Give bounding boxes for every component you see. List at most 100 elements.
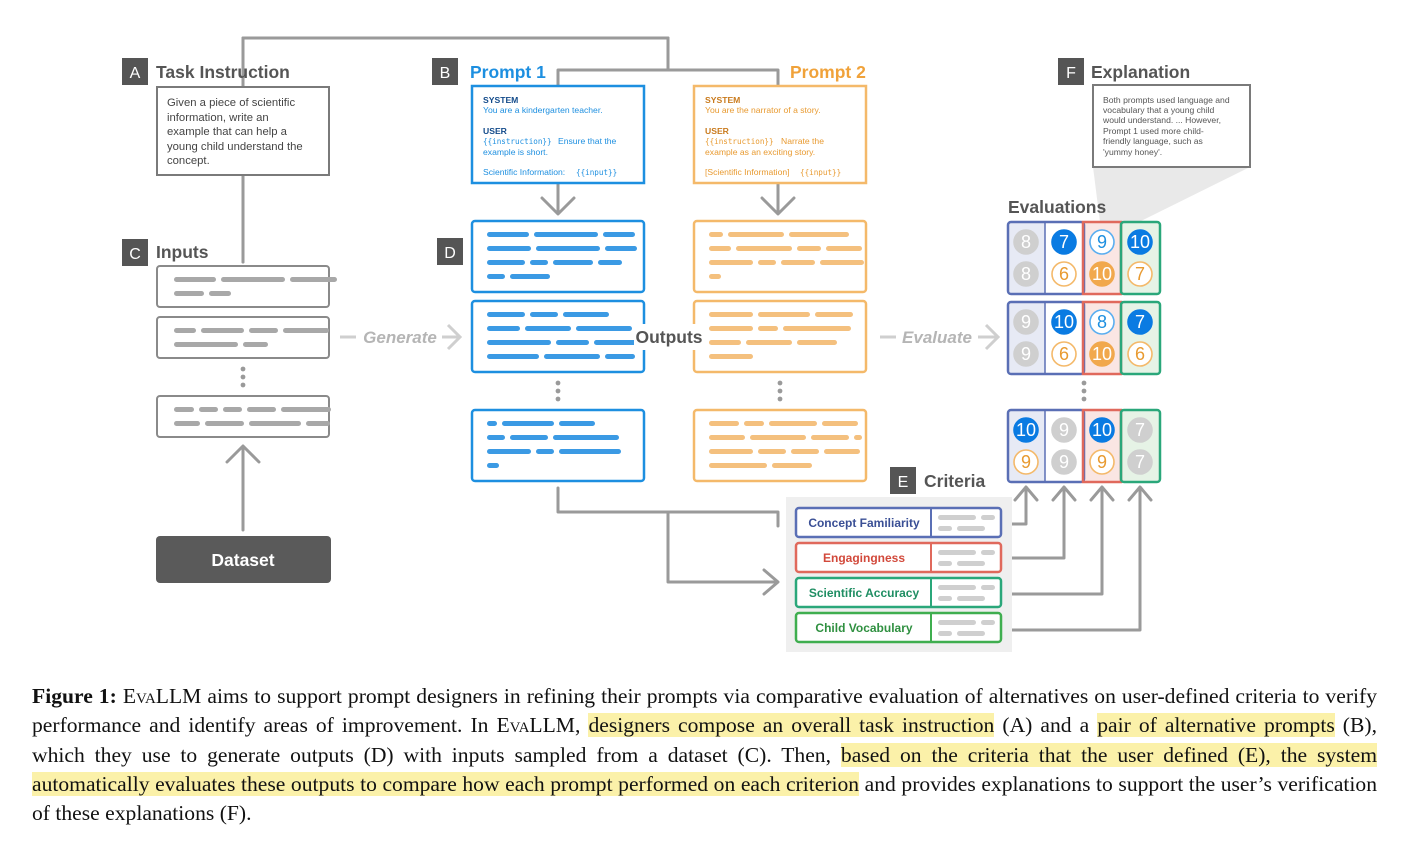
prompt-2-user-text-2: example as an exciting story. [705, 147, 815, 157]
explanation-title: Explanation [1091, 62, 1190, 82]
letter-badge-a [122, 58, 148, 85]
criteria-title: Criteria [924, 471, 986, 491]
explanation-callout [1093, 167, 1250, 222]
score-circle: 9 [1013, 309, 1039, 335]
caption-sentence-3: (A) and a [1002, 713, 1090, 738]
outputs-ellipsis [555, 380, 783, 402]
score-value: 6 [1135, 344, 1145, 364]
score-value: 9 [1021, 344, 1031, 364]
score-circle: 10 [1013, 417, 1039, 443]
connector-lines [225, 36, 1153, 632]
score-value: 9 [1097, 232, 1107, 252]
criterion-description-lines [938, 515, 995, 531]
evaluate-label: Evaluate [902, 328, 972, 347]
prompt-1-user-label: USER [483, 126, 508, 136]
score-value: 7 [1059, 232, 1069, 252]
caption-label: Figure 1: [32, 684, 117, 708]
prompt-1-box [470, 84, 646, 185]
output-card [470, 408, 646, 483]
criterion-label: Engagingness [823, 551, 905, 565]
letter-badge-f [1058, 58, 1084, 85]
score-value: 9 [1021, 452, 1031, 472]
input-text-lines [174, 328, 329, 347]
explanation-box [1092, 84, 1251, 168]
prompt-1-user-text-1: Ensure that the [558, 136, 617, 146]
score-circle: 9 [1013, 341, 1039, 367]
output-text-lines [709, 312, 853, 359]
prompt-2-user-text-1: Narrate the [781, 136, 824, 146]
dataset-label: Dataset [211, 550, 274, 570]
prompt-1-user-text-2: example is short. [483, 147, 548, 157]
output-text-lines [487, 312, 638, 359]
score-circle: 9 [1089, 449, 1115, 475]
input-card [156, 316, 330, 359]
task-instruction-box [156, 86, 330, 176]
letter-d: D [444, 245, 456, 262]
letter-badge-d [437, 238, 463, 265]
score-value: 8 [1021, 232, 1031, 252]
outputs-label: Outputs [635, 327, 702, 347]
caption-sentence-1: aims to support prompt designers in refi… [32, 684, 1377, 738]
score-circle: 10 [1127, 229, 1153, 255]
criteria-panel: E Criteria Concept FamiliarityEngagingne… [786, 467, 1012, 652]
score-value: 9 [1059, 420, 1069, 440]
score-circle: 10 [1089, 341, 1115, 367]
score-value: 10 [1092, 264, 1112, 284]
score-circle: 7 [1127, 417, 1153, 443]
prompt-1-instruction-var: {{instruction}} [483, 137, 552, 146]
score-value: 10 [1054, 312, 1074, 332]
prompt-2-input-var: {{input}} [800, 168, 841, 177]
prompt-1-info-text: Scientific Information: [483, 167, 565, 177]
output-card [470, 219, 646, 294]
dataset-box [156, 536, 331, 583]
criterion-item[interactable]: Scientific Accuracy [794, 576, 1003, 609]
criterion-label: Child Vocabulary [815, 621, 912, 635]
output-card [692, 299, 868, 374]
prompt-2-system-text: You are the narrator of a story. [705, 105, 821, 115]
score-value: 9 [1021, 312, 1031, 332]
prompt-2-title: Prompt 2 [790, 62, 866, 82]
outputs-panel: D Outputs [437, 219, 868, 483]
score-circle: 10 [1089, 417, 1115, 443]
prompt-1-input-var: {{input}} [576, 168, 617, 177]
figure-caption: Figure 1: EvaLLM aims to support prompt … [32, 682, 1377, 828]
score-value: 8 [1097, 312, 1107, 332]
score-circle: 6 [1127, 341, 1153, 367]
score-circle: 9 [1013, 449, 1039, 475]
score-value: 7 [1135, 264, 1145, 284]
criterion-label: Concept Familiarity [808, 516, 920, 530]
score-circle: 9 [1051, 417, 1077, 443]
letter-badge-c [122, 239, 148, 266]
prompt-1-system-label: SYSTEM [483, 95, 518, 105]
score-value: 10 [1016, 420, 1036, 440]
score-value: 6 [1059, 264, 1069, 284]
prompt-2-system-label: SYSTEM [705, 95, 740, 105]
criterion-item[interactable]: Engagingness [794, 541, 1003, 574]
score-value: 9 [1097, 452, 1107, 472]
criterion-item[interactable]: Concept Familiarity [794, 506, 1003, 539]
inputs-title: Inputs [156, 242, 209, 262]
evaluations-title: Evaluations [1008, 197, 1106, 217]
prompt-2-panel: Prompt 2 SYSTEM You are the narrator of … [692, 62, 868, 185]
explanation-panel: F Explanation Both prompts used language… [1058, 58, 1251, 222]
score-value: 7 [1135, 312, 1145, 332]
output-text-lines [487, 421, 621, 468]
score-circle: 8 [1013, 261, 1039, 287]
letter-e: E [898, 474, 909, 491]
caption-brand-2: EvaLLM [496, 713, 575, 738]
caption-highlight-2: pair of alternative prompts [1097, 713, 1335, 738]
prompt-2-instruction-var: {{instruction}} [705, 137, 774, 146]
caption-sentence-5: and provides explanations to support the… [32, 771, 1377, 826]
score-circle: 6 [1051, 341, 1077, 367]
criterion-description-lines [938, 620, 995, 636]
input-text-lines [174, 407, 331, 426]
criterion-description-lines [938, 550, 995, 566]
caption-sentence-4: (B), which they use to generate outputs … [32, 713, 1377, 767]
output-text-lines [487, 232, 637, 279]
criterion-item[interactable]: Child Vocabulary [794, 611, 1003, 644]
letter-badge-b [432, 58, 458, 85]
score-circle: 7 [1127, 309, 1153, 335]
letter-b: B [440, 65, 451, 82]
